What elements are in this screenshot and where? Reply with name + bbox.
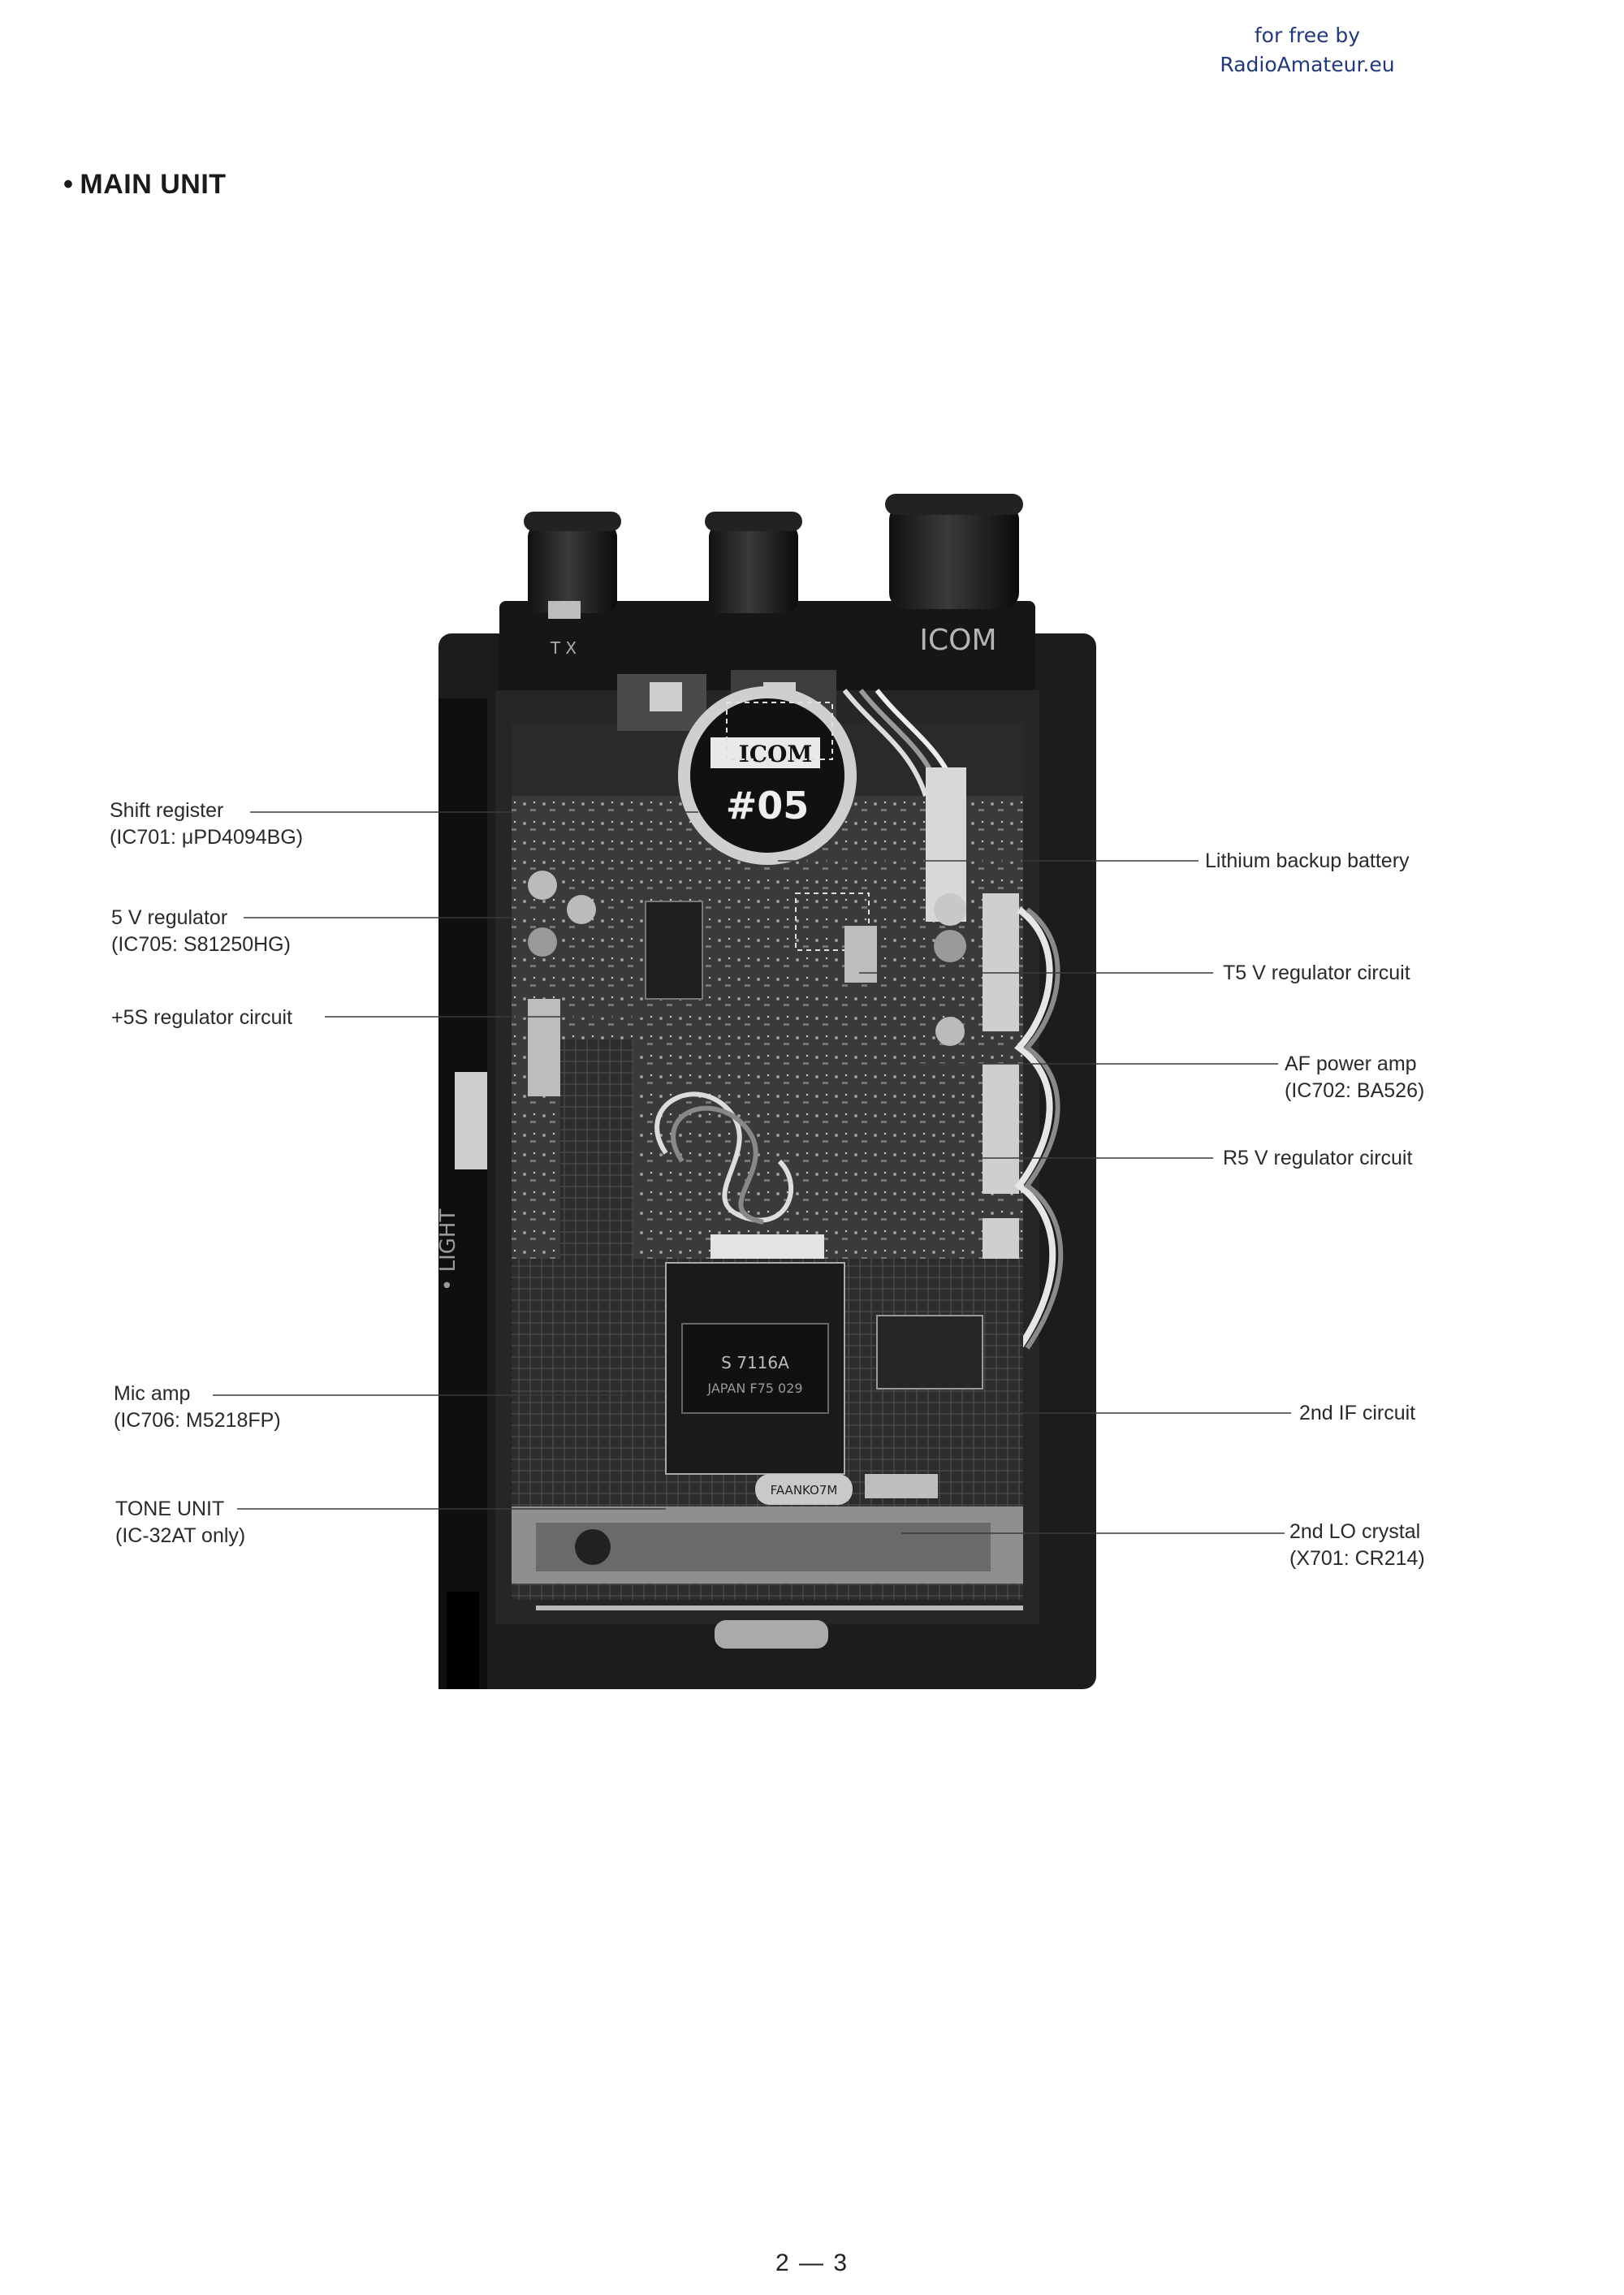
label-second-lo-title: 2nd LO crystal: [1289, 1520, 1421, 1543]
label-tone-unit-title: TONE UNIT: [115, 1498, 225, 1520]
chip-marking-1: S 7116A: [721, 1353, 789, 1372]
label-second-if-title: 2nd IF circuit: [1299, 1402, 1416, 1424]
label-af-power-amp-title: AF power amp: [1285, 1052, 1417, 1075]
label-t5v-regulator-title: T5 V regulator circuit: [1223, 962, 1410, 984]
watermark: for free by RadioAmateur.eu: [1177, 21, 1437, 80]
label-mic-amp: Mic amp (IC706: M5218FP): [114, 1381, 281, 1434]
label-shift-register: Shift register (IC701: μPD4094BG): [110, 797, 303, 851]
section-bullet: •: [63, 169, 74, 200]
tx-label: T X: [550, 638, 577, 658]
label-shift-register-title: Shift register: [110, 799, 224, 822]
battery-brand: ICOM: [739, 741, 813, 767]
label-af-power-amp-sub: (IC702: BA526): [1285, 1079, 1425, 1102]
label-lithium-battery-title: Lithium backup battery: [1205, 849, 1410, 872]
watermark-line-2: RadioAmateur.eu: [1220, 53, 1395, 76]
battery-number: #05: [726, 784, 810, 828]
label-5v-regulator-title: 5 V regulator: [111, 906, 228, 929]
label-5v-regulator: 5 V regulator (IC705: S81250HG): [111, 905, 291, 958]
label-tone-unit-sub: (IC-32AT only): [115, 1524, 246, 1547]
light-label: • LIGHT: [436, 1209, 460, 1291]
label-r5v-regulator: R5 V regulator circuit: [1223, 1145, 1412, 1172]
brand-logo: ICOM: [919, 624, 996, 657]
label-second-lo: 2nd LO crystal (X701: CR214): [1289, 1519, 1425, 1572]
label-lithium-battery: Lithium backup battery: [1205, 848, 1410, 875]
label-mic-amp-title: Mic amp: [114, 1382, 191, 1405]
label-af-power-amp: AF power amp (IC702: BA526): [1285, 1051, 1424, 1104]
label-second-if: 2nd IF circuit: [1299, 1400, 1415, 1427]
label-5v-regulator-sub: (IC705: S81250HG): [111, 933, 291, 956]
label-tone-unit: TONE UNIT (IC-32AT only): [115, 1496, 245, 1549]
page-number: 2 — 3: [775, 2250, 849, 2276]
main-unit-photo: T X ICOM ICOM #05: [422, 487, 1112, 1705]
label-t5v-regulator: T5 V regulator circuit: [1223, 960, 1410, 987]
section-title: •MAIN UNIT: [63, 169, 227, 201]
label-mic-amp-sub: (IC706: M5218FP): [114, 1409, 281, 1432]
chip-marking-2: JAPAN F75 029: [706, 1381, 802, 1396]
label-shift-register-sub: (IC701: μPD4094BG): [110, 826, 304, 849]
watermark-line-1: for free by: [1254, 24, 1361, 47]
crystal-marking: FAANKO7M: [771, 1483, 838, 1498]
label-plus5s-regulator-title: +5S regulator circuit: [111, 1006, 293, 1029]
label-second-lo-sub: (X701: CR214): [1289, 1547, 1425, 1570]
label-r5v-regulator-title: R5 V regulator circuit: [1223, 1147, 1413, 1169]
section-title-text: MAIN UNIT: [80, 169, 227, 200]
label-plus5s-regulator: +5S regulator circuit: [111, 1005, 292, 1031]
